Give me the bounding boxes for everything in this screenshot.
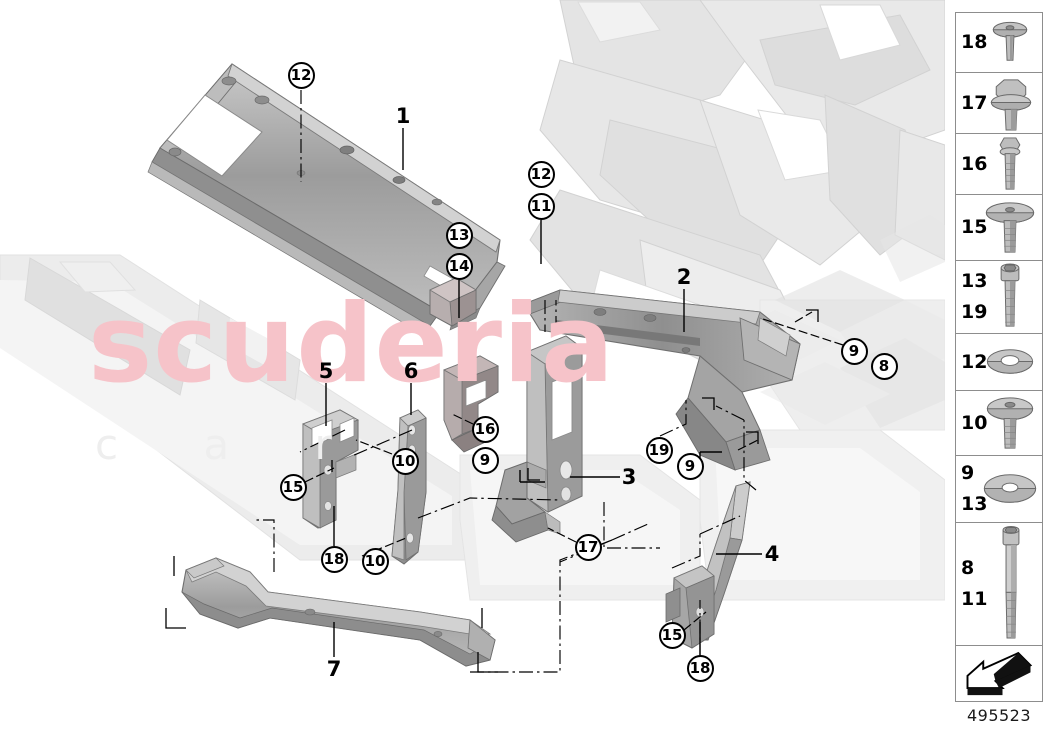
legend-number-15: 15 [961,216,988,238]
callout-bubble-12[interactable]: 12 [527,160,555,188]
legend-number-12: 12 [961,350,988,373]
callout-bubble-18[interactable]: 18 [320,545,348,573]
callout-bubble-17[interactable]: 17 [574,533,602,561]
part-number-label-2[interactable]: 2 [676,265,692,289]
large-washer-icon [982,456,1038,522]
legend-number-18: 18 [961,31,988,53]
callout-bubble-9[interactable]: 9 [676,452,704,480]
part-number-label-3[interactable]: 3 [621,465,637,489]
callout-bubble-18[interactable]: 18 [686,654,714,682]
mushroom-head-bolt-icon [982,195,1038,260]
part-4-right-curved-strut [665,481,751,649]
legend-number-8: 8 [961,557,975,579]
legend-number-17: 17 [961,91,988,114]
legend-number-group: 10 [961,391,987,455]
callout-bubble-13[interactable]: 13 [445,221,473,249]
legend-number-13: 13 [961,493,988,515]
callout-bubble-9[interactable]: 9 [471,446,499,474]
legend-number-16: 16 [961,152,988,175]
legend-row-16[interactable]: 16 [956,134,1042,195]
part-5-small-bracket [302,409,359,529]
legend-row-17[interactable]: 17 [956,73,1042,134]
legend-number-19: 19 [961,301,988,323]
part-number-label-6[interactable]: 6 [403,359,419,383]
part-3-centre-pillar [491,335,583,543]
callout-bubble-15[interactable]: 15 [658,621,686,649]
long-socket-bolt-icon [982,523,1038,645]
part-number-label-5[interactable]: 5 [318,359,334,383]
part-number-label-4[interactable]: 4 [764,542,780,566]
pointer-lines [304,311,844,631]
hex-bolt-icon [982,134,1038,194]
legend-number-9: 9 [961,462,975,484]
tick-markers [165,309,819,673]
diagram-artwork [0,0,945,673]
direction-arrow-icon [964,646,1034,703]
diagram-part-number: 495523 [966,706,1032,725]
part-number-label-1[interactable]: 1 [395,104,411,128]
legend-row-direction[interactable] [956,646,1042,703]
part-number-label-7[interactable]: 7 [326,657,342,681]
callout-bubble-8[interactable]: 8 [870,352,898,380]
legend-number-11: 11 [961,588,988,610]
legend-number-group: 18 [961,13,987,72]
callout-bubble-10[interactable]: 10 [361,547,389,575]
callout-bubble-16[interactable]: 16 [471,415,499,443]
callout-bubble-9[interactable]: 9 [840,337,868,365]
part-7-lower-cross-brace [181,557,496,667]
legend-number-13: 13 [961,270,988,292]
legend-number-group: 17 [961,73,987,133]
legend-number-10: 10 [961,411,988,434]
callout-bubble-14[interactable]: 14 [445,252,473,280]
legend-number-group: 12 [961,334,987,390]
part-13-bracket-top [429,277,477,327]
callout-bubble-19[interactable]: 19 [645,436,673,464]
legend-number-group: 15 [961,195,987,260]
legend-row-12[interactable]: 12 [956,334,1042,391]
dome-head-bolt-icon [982,391,1038,455]
callout-bubble-12[interactable]: 12 [287,61,315,89]
callout-bubble-15[interactable]: 15 [279,473,307,501]
callout-bubble-11[interactable]: 11 [527,192,555,220]
legend-row-15[interactable]: 15 [956,195,1042,261]
legend-number-group: 16 [961,134,987,194]
flange-hex-bolt-icon [982,73,1038,133]
socket-head-bolt-icon [982,261,1038,333]
part-16-upper-bracket [443,355,499,453]
callout-bubble-10[interactable]: 10 [391,447,419,475]
pan-head-screw-icon [982,13,1038,72]
washer-icon [982,334,1038,390]
legend-row-18[interactable]: 18 [956,13,1042,73]
legend-row-10[interactable]: 10 [956,391,1042,456]
